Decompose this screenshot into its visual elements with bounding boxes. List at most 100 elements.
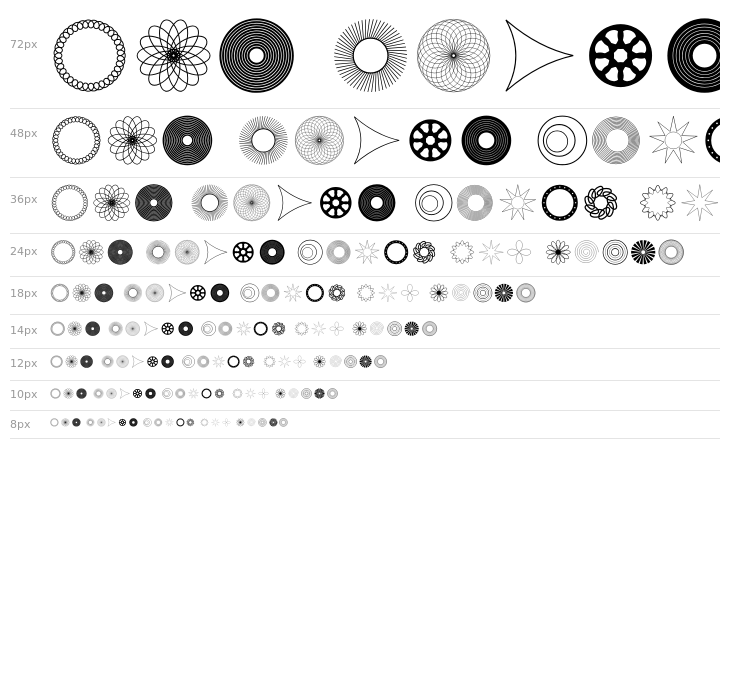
flower-mandala-icon (352, 321, 367, 337)
preview-row: 18px (10, 276, 720, 315)
bold-knot-ring-icon (161, 322, 175, 336)
spiral-loop-ring-icon (50, 387, 61, 399)
petal-rosette-icon (61, 417, 70, 427)
thin-star-icon (681, 184, 719, 222)
fine-lace-ring-icon (174, 240, 200, 265)
preview-row: 24px (10, 233, 720, 277)
spiral-loop-ring-icon (50, 283, 69, 303)
beaded-ring-icon (383, 240, 408, 265)
concentric-ring-icon (602, 240, 628, 265)
pointed-star-icon (188, 387, 199, 398)
pointed-star-icon (212, 355, 225, 368)
petal-rosette-icon (67, 321, 83, 337)
spiked-sunburst-icon (108, 321, 123, 337)
circle-orbit-icon (327, 387, 338, 399)
hatched-ring-icon (326, 240, 351, 265)
spiked-sunburst-icon (191, 184, 229, 222)
scalloped-ring-icon (263, 356, 276, 368)
preview-row: 12px (10, 348, 720, 381)
double-ring-icon (162, 387, 174, 399)
spiked-sunburst-icon (93, 387, 104, 399)
concentric-ring-icon (344, 355, 357, 369)
trefoil-curve-icon (505, 19, 574, 93)
bold-knot-ring-icon (119, 418, 127, 426)
flower-mandala-icon (545, 240, 571, 265)
scalloped-ring-icon (232, 388, 243, 398)
fine-lace-ring-icon (233, 184, 271, 222)
size-label: 48px (10, 127, 38, 140)
dense-disc-icon (85, 321, 100, 337)
concentric-ring-icon (473, 283, 492, 303)
thin-star-icon (211, 417, 220, 427)
beaded-ring-icon (175, 417, 184, 426)
bold-knot-ring-icon (409, 119, 452, 162)
spiral-loop-ring-icon (51, 184, 88, 222)
concentric-ring-icon (258, 417, 267, 427)
woven-ring-icon (584, 185, 618, 220)
four-leaf-icon (258, 388, 268, 398)
spiked-sunburst-icon (101, 355, 114, 369)
black-target-disc-icon (259, 240, 285, 265)
circle-orbit-icon (516, 283, 536, 303)
scalloped-ring-icon (450, 240, 475, 265)
petal-rosette-icon (107, 116, 157, 165)
trefoil-curve-icon (277, 184, 312, 222)
spiked-sunburst-icon (146, 240, 171, 265)
petal-rosette-icon (65, 355, 78, 368)
size-label: 8px (10, 418, 31, 431)
fan-flower-icon (495, 283, 514, 303)
spiral-loop-ring-icon (50, 321, 65, 337)
flower-mandala-icon (313, 355, 327, 369)
hatched-ring-icon (197, 356, 210, 368)
trefoil-curve-icon (144, 321, 158, 336)
beaded-ring-icon (705, 118, 720, 163)
double-ring-icon (537, 115, 587, 166)
bold-knot-ring-icon (147, 356, 159, 368)
beaded-ring-icon (305, 283, 324, 302)
thin-star-icon (311, 321, 327, 337)
dense-disc-icon (134, 184, 172, 222)
black-target-disc-icon (178, 321, 193, 337)
four-leaf-icon (329, 322, 344, 336)
spiral-swirl-icon (452, 284, 470, 302)
double-ring-icon (201, 321, 216, 337)
spiral-loop-ring-icon (50, 355, 63, 368)
bold-knot-ring-icon (133, 388, 143, 398)
circle-orbit-icon (374, 355, 388, 369)
fan-flower-icon (359, 355, 372, 369)
thin-star-icon (478, 240, 504, 265)
beaded-ring-icon (253, 321, 268, 336)
fine-lace-ring-icon (106, 387, 117, 399)
spiral-loop-ring-icon (53, 19, 126, 93)
trefoil-curve-icon (353, 116, 399, 165)
hatched-ring-icon (175, 388, 186, 398)
pointed-star-icon (355, 240, 380, 264)
bold-knot-ring-icon (319, 187, 352, 219)
flower-mandala-icon (236, 417, 245, 427)
dense-disc-icon (219, 18, 294, 94)
preview-row: 14px (10, 314, 720, 349)
spiral-loop-ring-icon (51, 240, 76, 265)
spiked-sunburst-icon (239, 116, 288, 165)
circle-orbit-icon (279, 417, 289, 427)
thin-star-icon (278, 355, 291, 369)
scalloped-ring-icon (640, 185, 676, 221)
spiral-loop-ring-icon (50, 417, 59, 426)
beaded-ring-icon (201, 387, 212, 399)
double-ring-icon (182, 355, 195, 369)
double-ring-icon (240, 283, 259, 303)
size-label: 18px (10, 287, 38, 300)
petal-rosette-icon (63, 387, 74, 399)
dense-disc-icon (107, 240, 133, 265)
size-label: 72px (10, 38, 38, 51)
four-leaf-icon (222, 418, 231, 426)
pointed-star-icon (165, 417, 174, 426)
fan-flower-icon (314, 387, 325, 399)
dense-disc-icon (76, 387, 87, 399)
black-target-disc-icon (161, 355, 175, 369)
spiral-swirl-icon (575, 240, 599, 264)
circle-orbit-icon (421, 321, 437, 337)
petal-rosette-icon (72, 283, 91, 303)
black-target-disc-icon (145, 387, 156, 399)
